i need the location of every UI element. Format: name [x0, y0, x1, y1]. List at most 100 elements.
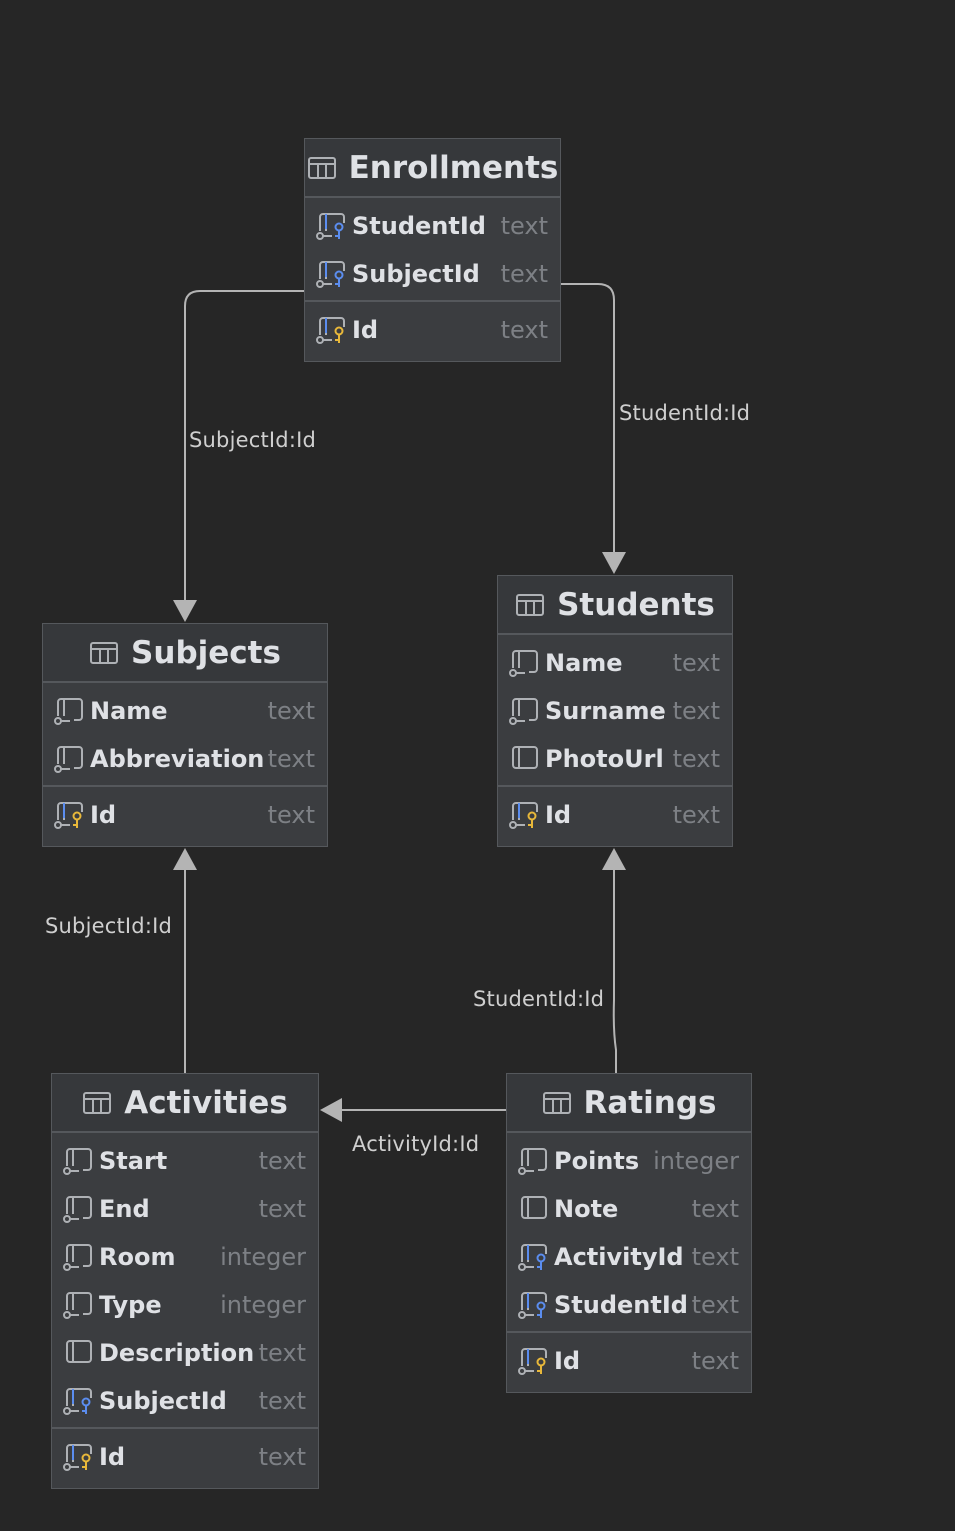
- column-type: text: [672, 801, 720, 829]
- primary-key-row[interactable]: Id text: [52, 1429, 318, 1481]
- not-null-column-icon: [61, 1146, 95, 1176]
- not-null-column-icon: [61, 1242, 95, 1272]
- column-type: text: [500, 212, 548, 240]
- relation-enrollments-subjects[interactable]: [173, 290, 304, 622]
- table-header[interactable]: Enrollments: [305, 139, 560, 198]
- column-type: text: [267, 745, 315, 773]
- foreign-key-column-icon: [61, 1386, 95, 1416]
- relation-enrollments-students[interactable]: [561, 283, 626, 574]
- relation-label: ActivityId:Id: [352, 1132, 480, 1156]
- not-null-column-icon: [507, 648, 541, 678]
- column-type: text: [258, 1443, 306, 1471]
- column-name: Start: [99, 1147, 168, 1175]
- primary-key-divider: [498, 785, 732, 787]
- table-title: Activities: [124, 1084, 288, 1121]
- column-name: Surname: [545, 697, 666, 725]
- column-row[interactable]: SubjectId text: [305, 250, 560, 298]
- column-name: ActivityId: [554, 1243, 684, 1271]
- table-title: Ratings: [583, 1084, 717, 1121]
- column-type: integer: [220, 1243, 306, 1271]
- not-null-column-icon: [61, 1290, 95, 1320]
- relation-label: StudentId:Id: [619, 401, 751, 425]
- relation-activities-subjects[interactable]: [173, 848, 197, 1073]
- primary-key-divider: [52, 1427, 318, 1429]
- table-header[interactable]: Activities: [52, 1074, 318, 1133]
- column-row[interactable]: Name text: [43, 687, 327, 735]
- column-type: text: [691, 1243, 739, 1271]
- column-type: text: [672, 649, 720, 677]
- column-icon: [516, 1194, 550, 1224]
- table-icon: [307, 155, 337, 181]
- relation-arrowhead: [173, 600, 197, 622]
- column-type: text: [691, 1195, 739, 1223]
- relation-label: StudentId:Id: [473, 987, 605, 1011]
- column-name: Id: [99, 1443, 126, 1471]
- table-header[interactable]: Students: [498, 576, 732, 635]
- not-null-column-icon: [61, 1194, 95, 1224]
- column-type: integer: [220, 1291, 306, 1319]
- table-icon: [89, 640, 119, 666]
- foreign-key-column-icon: [314, 259, 348, 289]
- column-name: Name: [545, 649, 623, 677]
- not-null-column-icon: [516, 1146, 550, 1176]
- column-name: PhotoUrl: [545, 745, 664, 773]
- relation-ratings-students[interactable]: [602, 848, 626, 1073]
- column-name: SubjectId: [352, 260, 480, 288]
- table-header[interactable]: Ratings: [507, 1074, 751, 1133]
- column-name: Abbreviation: [90, 745, 265, 773]
- column-name: Name: [90, 697, 168, 725]
- column-icon: [61, 1338, 95, 1368]
- relation-arrowhead: [320, 1098, 342, 1122]
- column-type: text: [691, 1291, 739, 1319]
- column-type: text: [258, 1195, 306, 1223]
- primary-key-column-icon: [314, 315, 348, 345]
- table-icon: [82, 1090, 112, 1116]
- column-name: StudentId: [554, 1291, 688, 1319]
- primary-key-divider: [507, 1331, 751, 1333]
- relation-ratings-activities[interactable]: [320, 1098, 506, 1122]
- relation-label: SubjectId:Id: [189, 428, 317, 452]
- relation-label: SubjectId:Id: [45, 914, 173, 938]
- column-name: Id: [90, 801, 117, 829]
- column-type: text: [691, 1347, 739, 1375]
- column-icon: [507, 744, 541, 774]
- relation-line[interactable]: [561, 283, 615, 552]
- column-type: text: [267, 697, 315, 725]
- column-type: text: [500, 260, 548, 288]
- table-header[interactable]: Subjects: [43, 624, 327, 683]
- relation-line[interactable]: [612, 870, 617, 1073]
- column-type: text: [258, 1339, 306, 1367]
- column-name: Id: [545, 801, 572, 829]
- column-row[interactable]: Name text: [498, 639, 732, 687]
- relation-line[interactable]: [184, 290, 304, 600]
- column-type: integer: [653, 1147, 739, 1175]
- primary-key-row[interactable]: Id text: [498, 787, 732, 839]
